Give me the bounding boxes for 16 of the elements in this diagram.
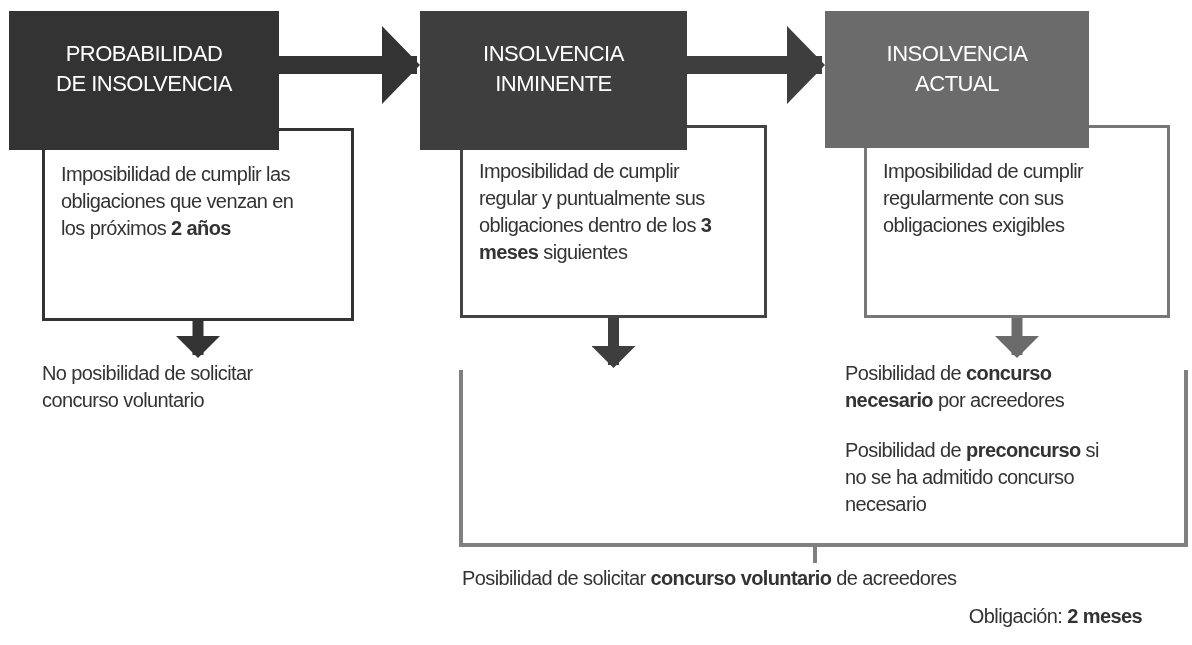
description-box: Imposibilidad de cumplir regularmente con sus obligaciones exigibles [864, 125, 1170, 318]
stage-header-box: PROBABILIDAD DE INSOLVENCIA [9, 11, 279, 150]
arrow [591, 318, 636, 368]
description-box: Imposibilidad de cumplir las obligaciones que venzan en los próximos 2 años [42, 128, 354, 321]
outcome-text: No posibilidad de solicitar concurso voluntario [42, 360, 287, 416]
outcome-text: Posibilidad de solicitar concurso voluntario de acreedores [462, 566, 957, 591]
description-box: Imposibilidad de cumplir regular y puntualmente sus obligaciones dentro de los 3 meses siguientes [460, 125, 767, 318]
outcome-text: Posibilidad de concurso necesario por acreedores [845, 360, 1115, 416]
arrow [279, 26, 420, 104]
outcome-text: Posibilidad de preconcurso si no se ha admitido concurso necesario [845, 437, 1107, 521]
stage-header-box: INSOLVENCIA ACTUAL [825, 11, 1089, 148]
stage-header-box: INSOLVENCIA INMINENTE [420, 11, 687, 150]
arrow [687, 26, 825, 104]
arrow [995, 318, 1039, 358]
arrow [176, 321, 220, 358]
note-text: Obligación: 2 meses [968, 605, 1142, 628]
